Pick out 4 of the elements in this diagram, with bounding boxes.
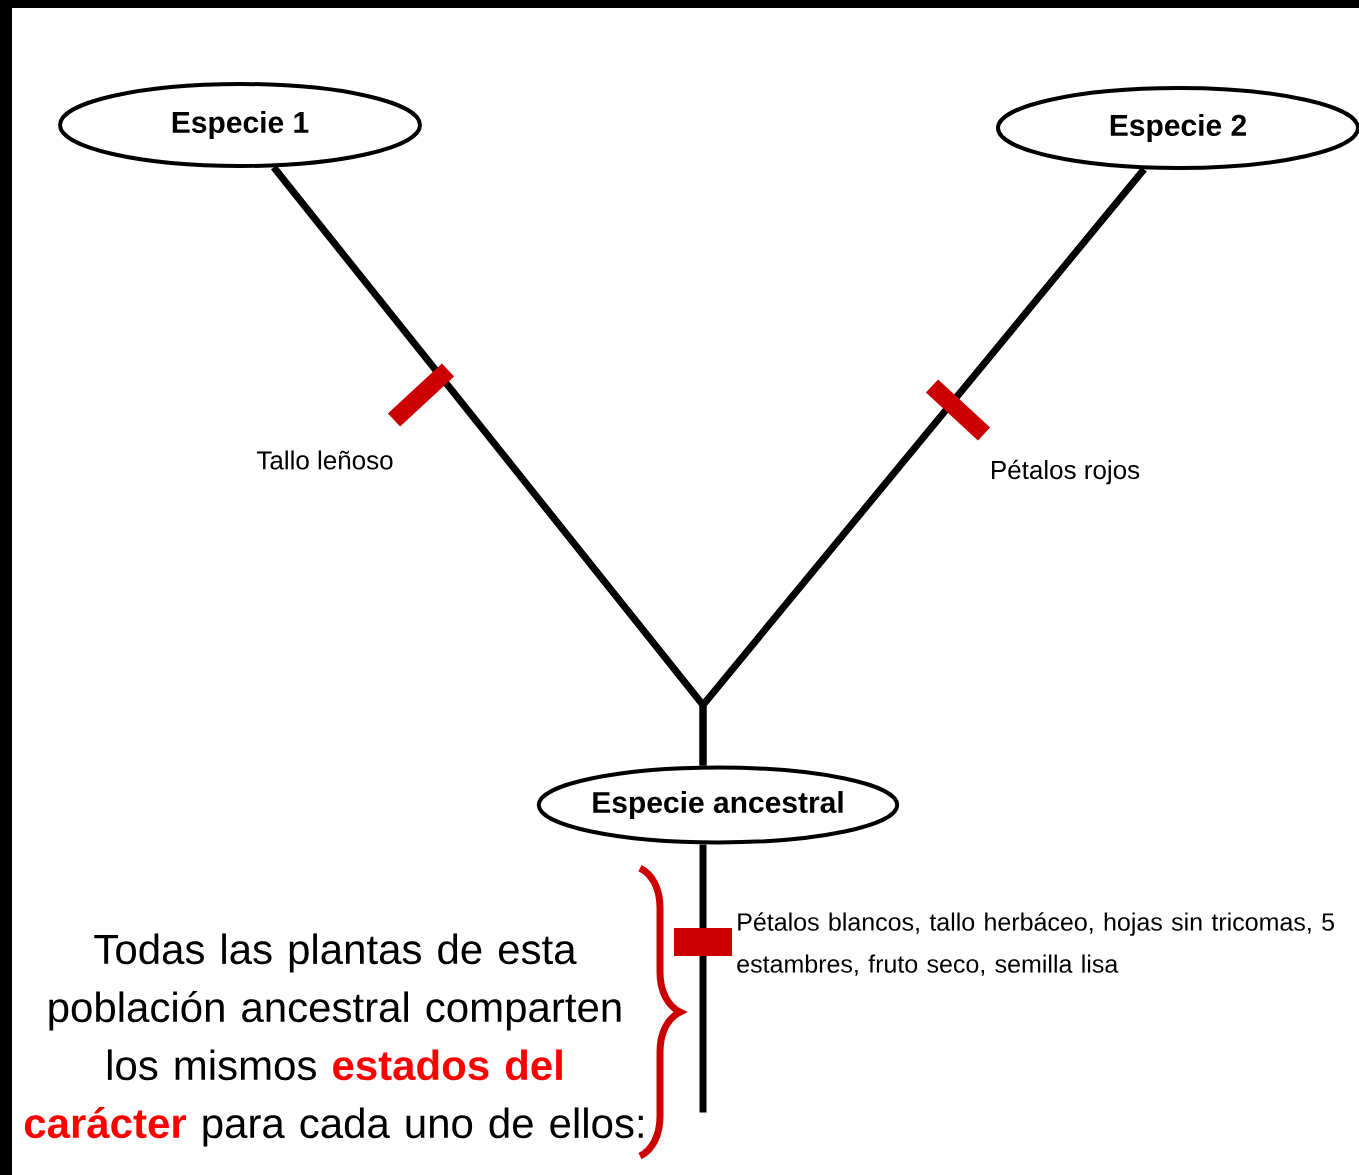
text-label: Todas las plantas de esta población ancestral comparten los mismos estados del carácter para cada uno de ellos: (24, 933, 643, 1147)
text-label: Pétalos rojos (992, 459, 1140, 485)
text-label: Tallo leñoso (256, 450, 393, 470)
text-label: Pétalos blancos, tallo herbáceo, hojas sin tricomas, 5 estambres, fruto seco, semilla lisa (737, 912, 1334, 976)
